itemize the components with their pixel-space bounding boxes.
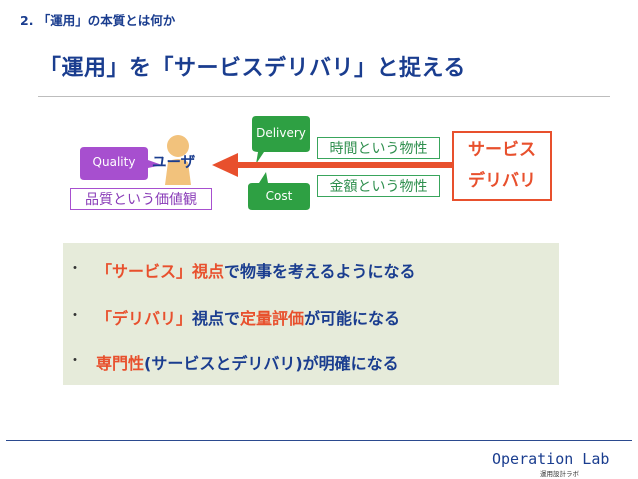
- brand-subtitle: 運用設計ラボ: [540, 470, 579, 478]
- delivery-bubble: [252, 116, 310, 164]
- bullet-text: が可能になる: [304, 309, 401, 328]
- arrow-head: [212, 153, 238, 177]
- user-label: ユーザ: [152, 155, 196, 171]
- quality-value-box: 品質という価値観: [70, 188, 212, 210]
- bullet-marker: ・: [68, 308, 82, 324]
- bullet-text: で物事を考えるようになる: [224, 262, 416, 281]
- delivery-label: Delivery: [256, 126, 306, 140]
- title-divider: [38, 96, 610, 97]
- bullet-highlight: 定量評価: [240, 309, 305, 328]
- brand-logo-text: Operation Lab: [492, 450, 610, 468]
- time-attribute-box: 時間という物性: [317, 137, 440, 159]
- cost-bubble: [248, 172, 310, 210]
- bullet-highlight: 「サービス」: [96, 262, 193, 281]
- bullet-marker: ・: [68, 353, 82, 369]
- bullet-marker: ・: [68, 261, 82, 277]
- slide-title: 「運用」を「サービスデリバリ」と捉える: [39, 56, 466, 81]
- bullet-text: 視点で: [192, 309, 241, 328]
- cost-label: Cost: [265, 189, 293, 203]
- service-delivery-box: サービス デリバリ: [452, 131, 552, 201]
- money-attribute-box: 金額という物性: [317, 175, 440, 197]
- bullet-panel: ・ 「サービス」視点で物事を考えるようになる ・ 「デリバリ」視点で定量評価が可…: [63, 243, 559, 385]
- bullet-highlight: 「デリバリ」: [96, 309, 193, 328]
- quality-label: Quality: [92, 155, 136, 169]
- service-delivery-diagram: [80, 116, 452, 210]
- quality-bubble: [80, 147, 162, 180]
- section-heading: 2. 「運用」の本質とは何か: [20, 13, 176, 28]
- bullet-highlight: 視点: [192, 262, 225, 281]
- bullet-highlight: 専門性: [96, 354, 145, 373]
- service-line-2: デリバリ: [468, 171, 536, 191]
- bullet-text: (サービスとデリバリ)が明確になる: [144, 354, 399, 373]
- service-line-1: サービス: [468, 140, 536, 160]
- footer-divider: [6, 440, 632, 441]
- user-body-icon: [165, 159, 191, 185]
- user-head-icon: [167, 135, 189, 157]
